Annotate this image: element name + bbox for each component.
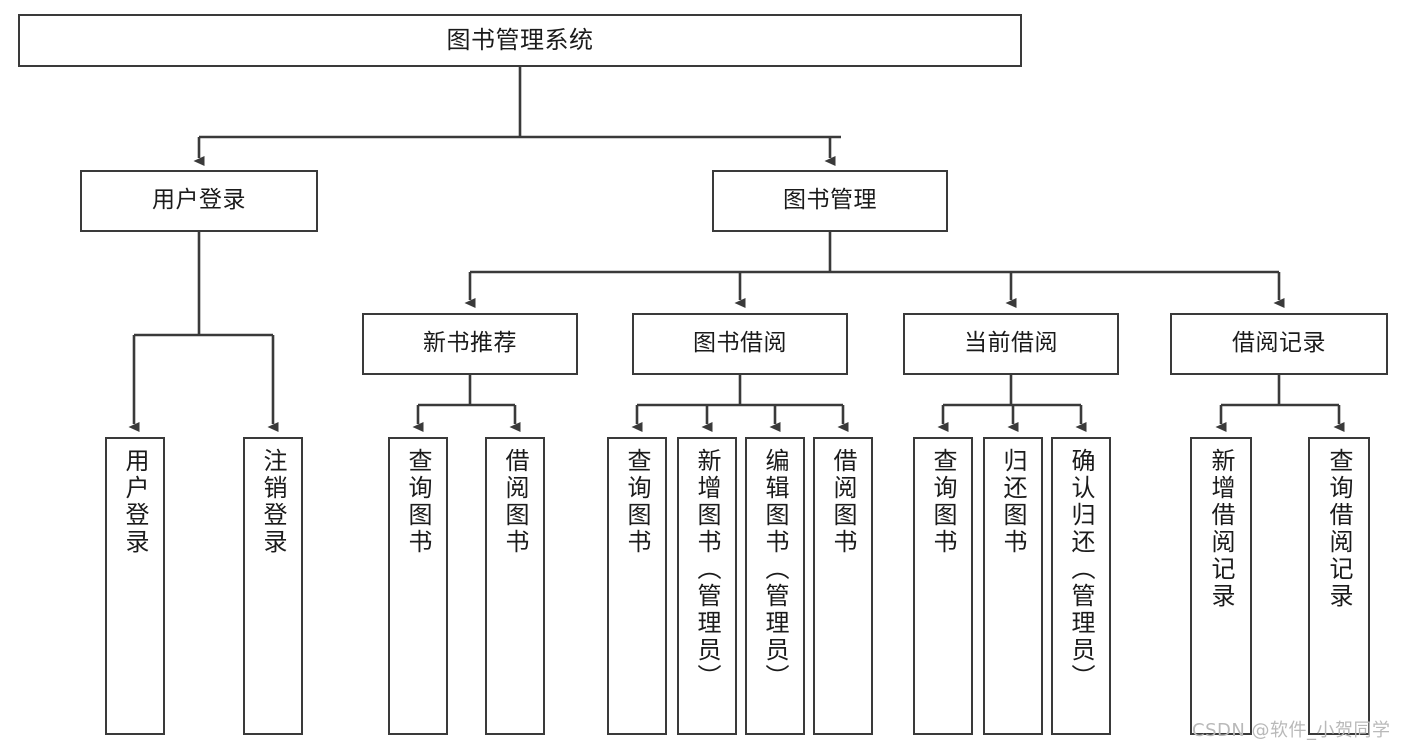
leaf-query-record-label: 查询借阅记录: [1325, 448, 1353, 610]
node-book-manage[interactable]: 图书管理: [712, 170, 948, 232]
node-root-label: 图书管理系统: [446, 26, 594, 55]
node-user-login[interactable]: 用户登录: [80, 170, 318, 232]
node-user-login-label: 用户登录: [152, 187, 246, 214]
leaf-borrow-book-2[interactable]: 借阅图书: [813, 437, 873, 735]
leaf-query-book-1-label: 查询图书: [404, 448, 432, 556]
leaf-logout[interactable]: 注销登录: [243, 437, 303, 735]
leaf-add-book-label: 新增图书（管理员）: [693, 448, 721, 691]
leaf-logout-label: 注销登录: [259, 448, 287, 556]
leaf-query-book-2-label: 查询图书: [623, 448, 651, 556]
leaf-confirm-return[interactable]: 确认归还（管理员）: [1051, 437, 1111, 735]
node-root[interactable]: 图书管理系统: [18, 14, 1022, 67]
node-book-manage-label: 图书管理: [783, 187, 877, 214]
leaf-query-record[interactable]: 查询借阅记录: [1308, 437, 1370, 735]
leaf-add-book[interactable]: 新增图书（管理员）: [677, 437, 737, 735]
node-borrow-record-label: 借阅记录: [1232, 330, 1326, 357]
leaf-query-book-2[interactable]: 查询图书: [607, 437, 667, 735]
csdn-watermark: CSDN @软件_小贺同学: [1192, 720, 1391, 741]
leaf-confirm-return-label: 确认归还（管理员）: [1067, 448, 1095, 691]
node-new-book-rec-label: 新书推荐: [423, 330, 517, 357]
leaf-query-book-3-label: 查询图书: [929, 448, 957, 556]
leaf-edit-book-label: 编辑图书（管理员）: [761, 448, 789, 691]
node-current-borrow[interactable]: 当前借阅: [903, 313, 1119, 375]
node-borrow-record[interactable]: 借阅记录: [1170, 313, 1388, 375]
node-new-book-rec[interactable]: 新书推荐: [362, 313, 578, 375]
leaf-edit-book[interactable]: 编辑图书（管理员）: [745, 437, 805, 735]
leaf-borrow-book-1-label: 借阅图书: [501, 448, 529, 556]
leaf-user-login-label: 用户登录: [121, 448, 149, 556]
leaf-user-login[interactable]: 用户登录: [105, 437, 165, 735]
leaf-return-book[interactable]: 归还图书: [983, 437, 1043, 735]
leaf-borrow-book-2-label: 借阅图书: [829, 448, 857, 556]
node-book-borrow[interactable]: 图书借阅: [632, 313, 848, 375]
leaf-add-record-label: 新增借阅记录: [1207, 448, 1235, 610]
leaf-query-book-1[interactable]: 查询图书: [388, 437, 448, 735]
leaf-return-book-label: 归还图书: [999, 448, 1027, 556]
node-current-borrow-label: 当前借阅: [964, 330, 1058, 357]
leaf-borrow-book-1[interactable]: 借阅图书: [485, 437, 545, 735]
leaf-query-book-3[interactable]: 查询图书: [913, 437, 973, 735]
node-book-borrow-label: 图书借阅: [693, 330, 787, 357]
leaf-add-record[interactable]: 新增借阅记录: [1190, 437, 1252, 735]
